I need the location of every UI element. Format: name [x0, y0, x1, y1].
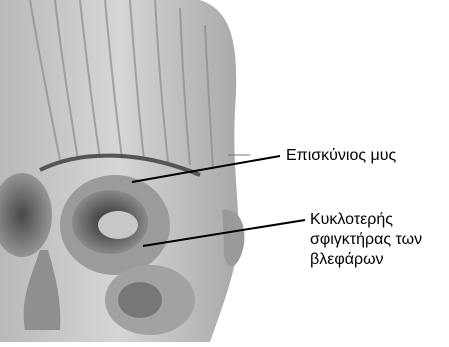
label-line: βλεφάρων [310, 250, 422, 270]
label-orbicularis: Κυκλοτερής σφιγκτήρας των βλεφάρων [310, 210, 422, 270]
label-line: σφιγκτήρας των [310, 230, 422, 250]
eyeball [98, 211, 138, 239]
ear [222, 210, 244, 267]
label-line: Επισκύνιος μυς [286, 146, 396, 166]
label-line: Κυκλοτερής [310, 210, 422, 230]
label-frontalis: Επισκύνιος μυς [286, 146, 396, 166]
lower-lid [118, 282, 162, 318]
